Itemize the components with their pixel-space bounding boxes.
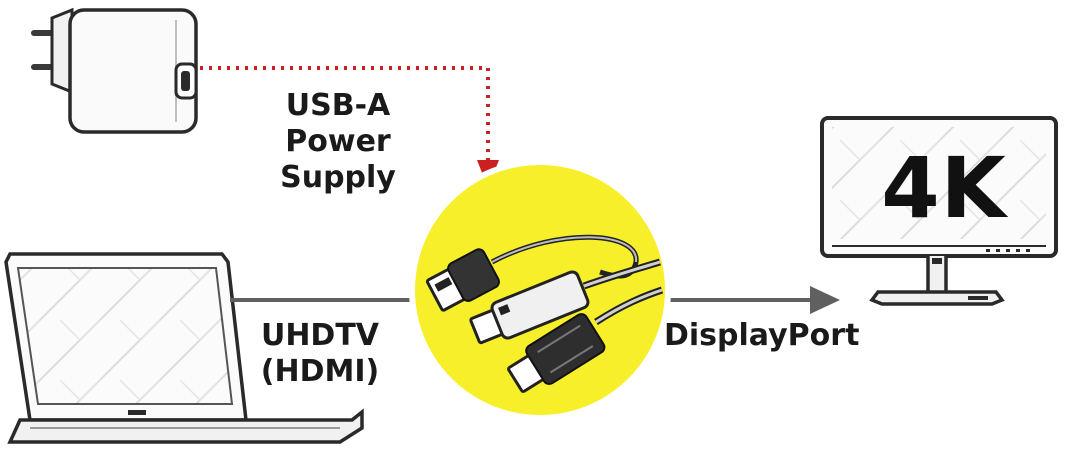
laptop-icon xyxy=(4,252,364,444)
input-label-line2: (HDMI) xyxy=(260,354,380,389)
monitor-icon xyxy=(820,116,1058,306)
power-connection-line xyxy=(200,66,490,168)
input-label-line1: UHDTV xyxy=(260,318,380,353)
usb-power-adapter-icon xyxy=(31,7,198,134)
input-label: UHDTV (HDMI) xyxy=(250,318,390,390)
power-supply-label: USB-A Power Supply xyxy=(232,88,444,196)
power-supply-label-line2: Power Supply xyxy=(280,124,396,195)
displayport-arrowhead xyxy=(810,286,840,314)
output-label: DisplayPort xyxy=(664,318,860,353)
monitor-resolution-label: 4K xyxy=(881,139,1007,237)
hdmi-to-displayport-cable-icon xyxy=(409,159,671,421)
power-supply-label-line1: USB-A xyxy=(285,88,391,123)
